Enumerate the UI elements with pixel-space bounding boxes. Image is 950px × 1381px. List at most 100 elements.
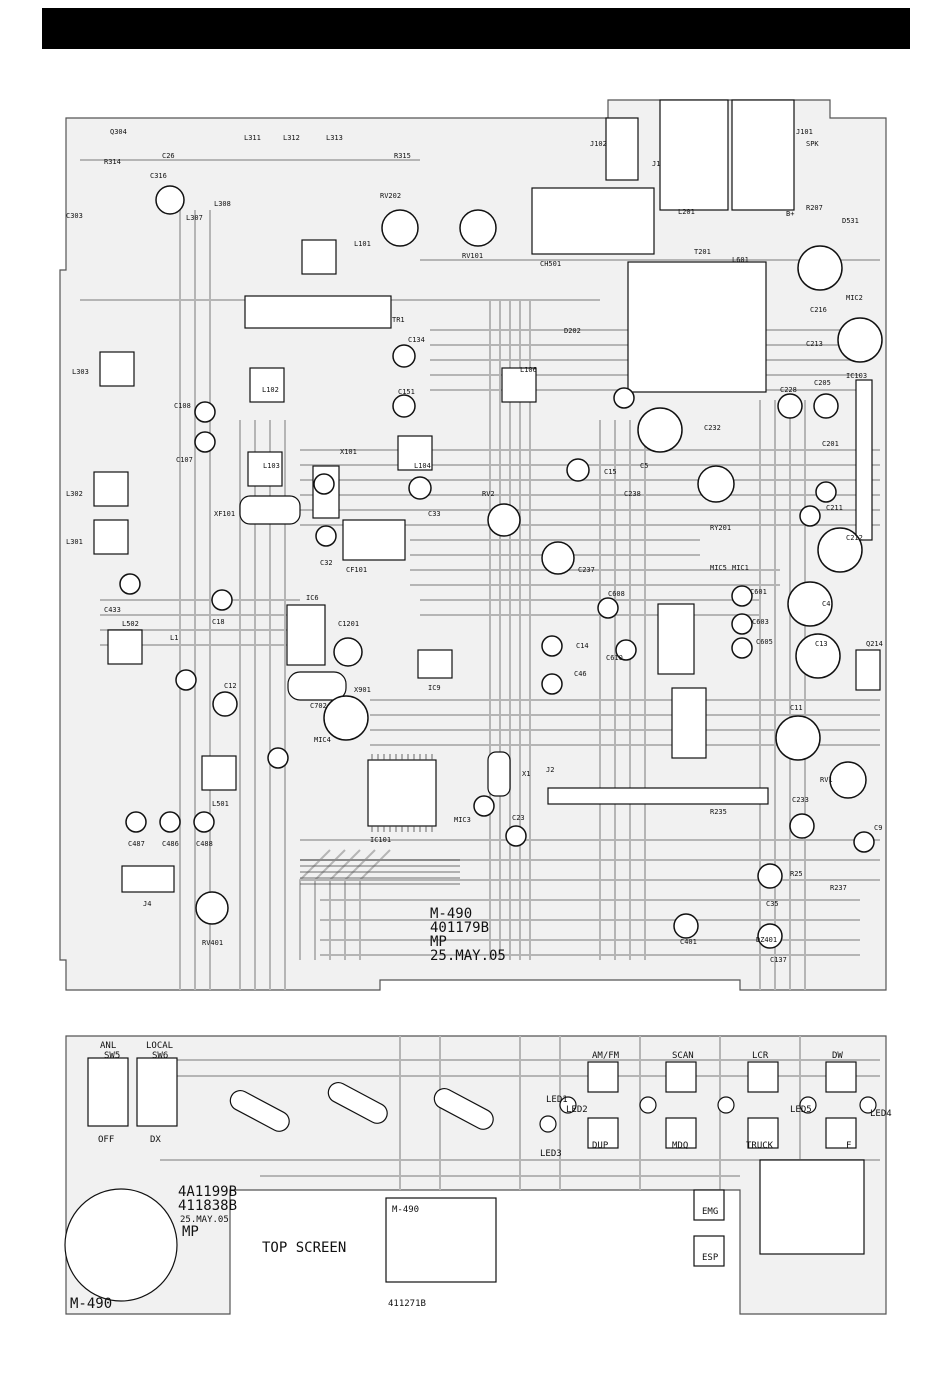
- top-label-11: DW: [832, 1051, 843, 1061]
- main-label-70: C13: [815, 640, 828, 648]
- main-label-25: TR1: [392, 316, 405, 324]
- main-label-91: C233: [792, 796, 809, 804]
- main-stamp-part: 401179B: [430, 920, 489, 936]
- main-label-38: C108: [174, 402, 191, 410]
- main-label-18: L201: [678, 208, 695, 216]
- main-label-99: DZ401: [756, 936, 777, 944]
- main-label-15: RV202: [380, 192, 401, 200]
- top-stamp-1: 411838B: [178, 1198, 237, 1214]
- main-label-51: C238: [624, 490, 641, 498]
- top-stamp-2: 25.MAY.05: [180, 1215, 229, 1225]
- top-board-stamp: 4A1199B 411838B 25.MAY.05 MP TOP SCREEN …: [70, 1184, 426, 1312]
- main-label-10: C316: [150, 172, 167, 180]
- main-label-93: C486: [162, 840, 179, 848]
- main-label-17: CH501: [540, 260, 561, 268]
- main-label-95: J4: [143, 900, 151, 908]
- main-label-28: C216: [810, 306, 827, 314]
- top-label-17: ESP: [702, 1253, 719, 1263]
- main-label-43: C15: [604, 468, 617, 476]
- main-stamp-mp: MP: [430, 934, 447, 950]
- main-label-87: IC101: [370, 836, 391, 844]
- top-label-16: EMG: [702, 1207, 718, 1217]
- main-label-61: C4: [822, 600, 830, 608]
- main-label-22: D531: [842, 217, 859, 225]
- main-label-32: L106: [520, 366, 537, 374]
- sub-board-model: M-490: [392, 1205, 419, 1215]
- main-label-90: C9: [874, 824, 882, 832]
- main-label-5: J102: [590, 140, 607, 148]
- top-label-14: TRUCK: [746, 1141, 774, 1151]
- main-board-components: [93, 99, 881, 893]
- main-label-81: C11: [790, 704, 803, 712]
- top-label-7: LED3: [540, 1149, 562, 1159]
- main-label-68: C603: [752, 618, 769, 626]
- main-label-56: C32: [320, 559, 333, 567]
- main-label-42: L104: [414, 462, 431, 470]
- main-label-11: L308: [214, 200, 231, 208]
- top-label-20: LED4: [870, 1109, 892, 1119]
- main-label-0: Q304: [110, 128, 127, 136]
- main-label-2: L312: [283, 134, 300, 142]
- top-label-13: MDQ: [672, 1141, 688, 1151]
- top-stamp-0: 4A1199B: [178, 1184, 237, 1200]
- main-label-69: C605: [756, 638, 773, 646]
- ic101-pins: [300, 754, 460, 885]
- main-stamp-model: M-490: [430, 906, 472, 922]
- main-label-13: C303: [66, 212, 83, 220]
- main-label-3: L313: [326, 134, 343, 142]
- main-board-stamp: M-490 401179B MP 25.MAY.05: [430, 906, 506, 964]
- main-label-21: R207: [806, 204, 823, 212]
- main-label-23: B+: [786, 210, 794, 218]
- title-bar: [42, 8, 910, 49]
- main-label-86: L501: [212, 800, 229, 808]
- top-label-3: SW6: [152, 1051, 168, 1061]
- top-stamp-3: MP: [182, 1224, 199, 1240]
- main-label-97: R237: [830, 884, 847, 892]
- main-label-35: C151: [398, 388, 415, 396]
- top-label-9: SCAN: [672, 1051, 694, 1061]
- main-label-19: L601: [732, 256, 749, 264]
- top-label-4: OFF: [98, 1135, 114, 1145]
- main-label-71: Q214: [866, 640, 883, 648]
- main-label-31: C134: [408, 336, 425, 344]
- main-label-16: RV101: [462, 252, 483, 260]
- main-label-66: C608: [608, 590, 625, 598]
- main-label-47: L302: [66, 490, 83, 498]
- main-label-8: SPK: [806, 140, 819, 148]
- main-label-40: L103: [263, 462, 280, 470]
- main-label-37: C205: [814, 379, 831, 387]
- main-label-74: C14: [576, 642, 589, 650]
- main-label-9: C26: [162, 152, 175, 160]
- main-label-60: MIC1: [732, 564, 749, 572]
- main-label-65: C1201: [338, 620, 359, 628]
- top-label-5: DX: [150, 1135, 161, 1145]
- top-screen-caption: TOP SCREEN: [262, 1240, 346, 1256]
- main-label-54: C212: [846, 534, 863, 542]
- top-label-0: ANL: [100, 1041, 116, 1051]
- main-label-100: R235: [710, 808, 727, 816]
- main-label-88: MIC3: [454, 816, 471, 824]
- main-label-75: C610: [606, 654, 623, 662]
- top-label-6: LED1: [546, 1095, 568, 1105]
- main-label-55: L301: [66, 538, 83, 546]
- main-label-102: R25: [790, 870, 803, 878]
- main-label-72: L502: [122, 620, 139, 628]
- main-label-39: C107: [176, 456, 193, 464]
- top-board-traces: [160, 1036, 880, 1190]
- top-board-components: [64, 1057, 877, 1302]
- main-label-84: J2: [546, 766, 554, 774]
- main-label-29: C213: [806, 340, 823, 348]
- main-label-73: L1: [170, 634, 178, 642]
- main-label-78: C46: [574, 670, 587, 678]
- main-stamp-date: 25.MAY.05: [430, 948, 506, 964]
- top-board-model: M-490: [70, 1296, 112, 1312]
- main-label-20: T201: [694, 248, 711, 256]
- main-label-27: D202: [564, 327, 581, 335]
- top-label-18: LED2: [566, 1105, 588, 1115]
- main-label-76: IC9: [428, 684, 441, 692]
- main-label-4: R315: [394, 152, 411, 160]
- main-label-96: RV401: [202, 939, 223, 947]
- main-label-44: C5: [640, 462, 648, 470]
